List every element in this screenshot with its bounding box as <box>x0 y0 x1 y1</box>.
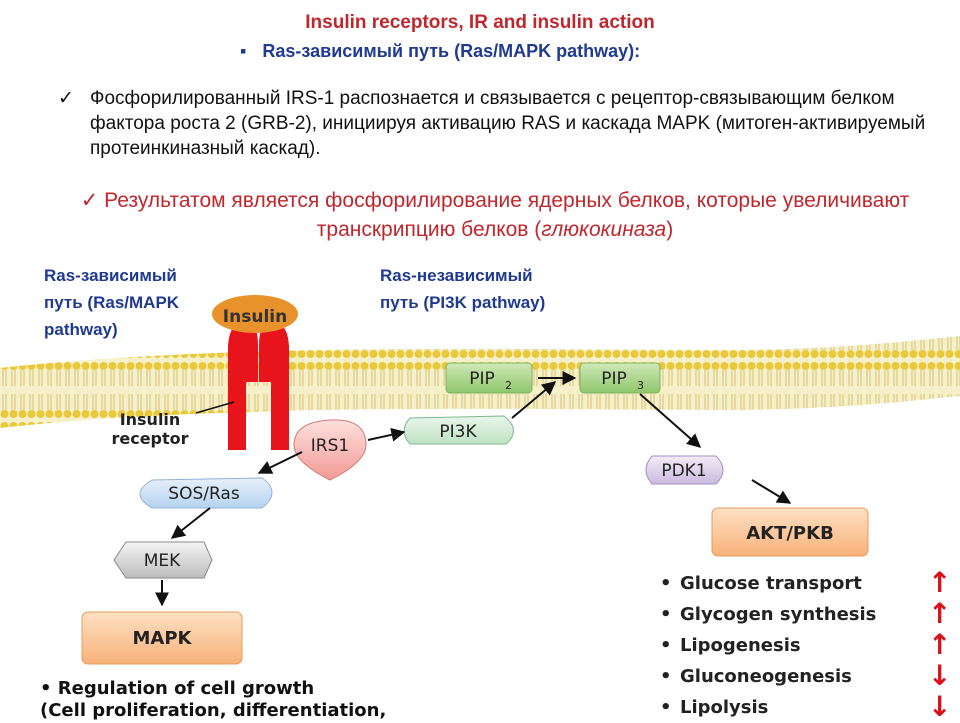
mapk-box <box>81 611 243 665</box>
mek-shape <box>113 541 213 579</box>
square-bullet-icon: ▪ <box>240 41 247 61</box>
list-bullet: • <box>660 697 672 718</box>
mapk-label: MAPK <box>133 628 193 649</box>
paragraph-irs1-text: Фосфорилированный IRS-1 распознается и с… <box>90 88 926 159</box>
outcome-glucose-transport: • Glucose transport <box>660 573 862 594</box>
outcome-label: Glycogen synthesis <box>680 604 877 625</box>
checkmark-icon: ✓ <box>58 88 74 109</box>
insulin-label: Insulin <box>223 307 287 327</box>
pip3-label: PIP <box>601 369 627 389</box>
growth-line1: • Regulation of cell growth <box>40 678 315 699</box>
ras-independent-label: Ras-независимый путь (PI3K pathway) <box>380 262 545 316</box>
sos-ras-label: SOS/Ras <box>168 484 240 504</box>
paragraph-result-end: ) <box>666 218 674 241</box>
ras-independent-line1: Ras-независимый <box>380 266 533 285</box>
ras-dependent-label: Ras-зависимый путь (Ras/MAPK pathway) <box>44 262 179 343</box>
down-arrow-icon: ↓ <box>928 659 952 692</box>
outcome-lipolysis: • Lipolysis <box>660 697 768 718</box>
paragraph-result: ✓ Результатом является фосфорилирование … <box>80 186 910 244</box>
insulin-ligand <box>212 295 298 333</box>
outcome-gluconeogenesis: • Gluconeogenesis <box>660 666 852 687</box>
subtitle-text: Ras-зависимый путь (Ras/MAPK pathway): <box>262 41 641 61</box>
insulin-receptor-shape <box>228 322 289 450</box>
list-bullet: • <box>660 635 672 656</box>
ras-dependent-line1: Ras-зависимый <box>44 266 177 285</box>
outcome-label: Glucose transport <box>680 573 862 594</box>
pip3-box <box>579 362 661 394</box>
ras-dependent-line3: pathway) <box>44 320 118 339</box>
slide-subtitle: ▪ Ras-зависимый путь (Ras/MAPK pathway): <box>240 41 640 62</box>
pip2-label: PIP <box>469 369 495 389</box>
mek-label: MEK <box>144 551 181 571</box>
outcome-lipogenesis: • Lipogenesis <box>660 635 801 656</box>
pi3k-label: PI3K <box>439 422 477 442</box>
paragraph-result-text: Результатом является фосфорилирование яд… <box>104 189 910 241</box>
slide-title: Insulin receptors, IR and insulin action <box>305 12 655 33</box>
list-bullet: • <box>660 666 672 687</box>
checkmark-icon: ✓ <box>80 189 99 212</box>
pi3k-shape <box>403 415 514 445</box>
outcome-glycogen-synthesis: • Glycogen synthesis <box>660 604 876 625</box>
akt-label: AKT/PKB <box>746 523 834 544</box>
list-bullet: • <box>660 604 672 625</box>
pdk1-shape <box>645 455 724 485</box>
sos-ras-shape <box>139 477 273 509</box>
pdk1-label: PDK1 <box>661 461 706 481</box>
receptor-label-line2: receptor <box>111 429 188 448</box>
up-arrow-icon: ↑ <box>928 566 952 599</box>
outcome-label: Lipogenesis <box>680 635 801 656</box>
pip2-sub: 2 <box>505 379 512 392</box>
akt-box <box>711 507 869 557</box>
paragraph-result-italic: глюкокиназа <box>541 218 667 241</box>
up-arrow-icon: ↑ <box>928 628 952 661</box>
pip2-box <box>445 362 533 394</box>
growth-line2: (Cell proliferation, differentiation, <box>40 700 387 721</box>
paragraph-irs1: ✓ Фосфорилированный IRS-1 распознается и… <box>58 86 928 161</box>
outcome-label: Gluconeogenesis <box>680 666 852 687</box>
list-bullet: • <box>660 573 672 594</box>
up-arrow-icon: ↑ <box>928 597 952 630</box>
irs1-label: IRS1 <box>311 436 349 456</box>
pip3-sub: 3 <box>637 379 644 392</box>
receptor-label-line1: Insulin <box>120 410 181 429</box>
irs1-shape <box>293 419 367 481</box>
ras-dependent-line2: путь (Ras/MAPK <box>44 293 180 312</box>
outcome-label: Lipolysis <box>680 697 769 718</box>
ras-independent-line2: путь (PI3K pathway) <box>380 293 546 312</box>
down-arrow-icon: ↓ <box>928 690 952 723</box>
